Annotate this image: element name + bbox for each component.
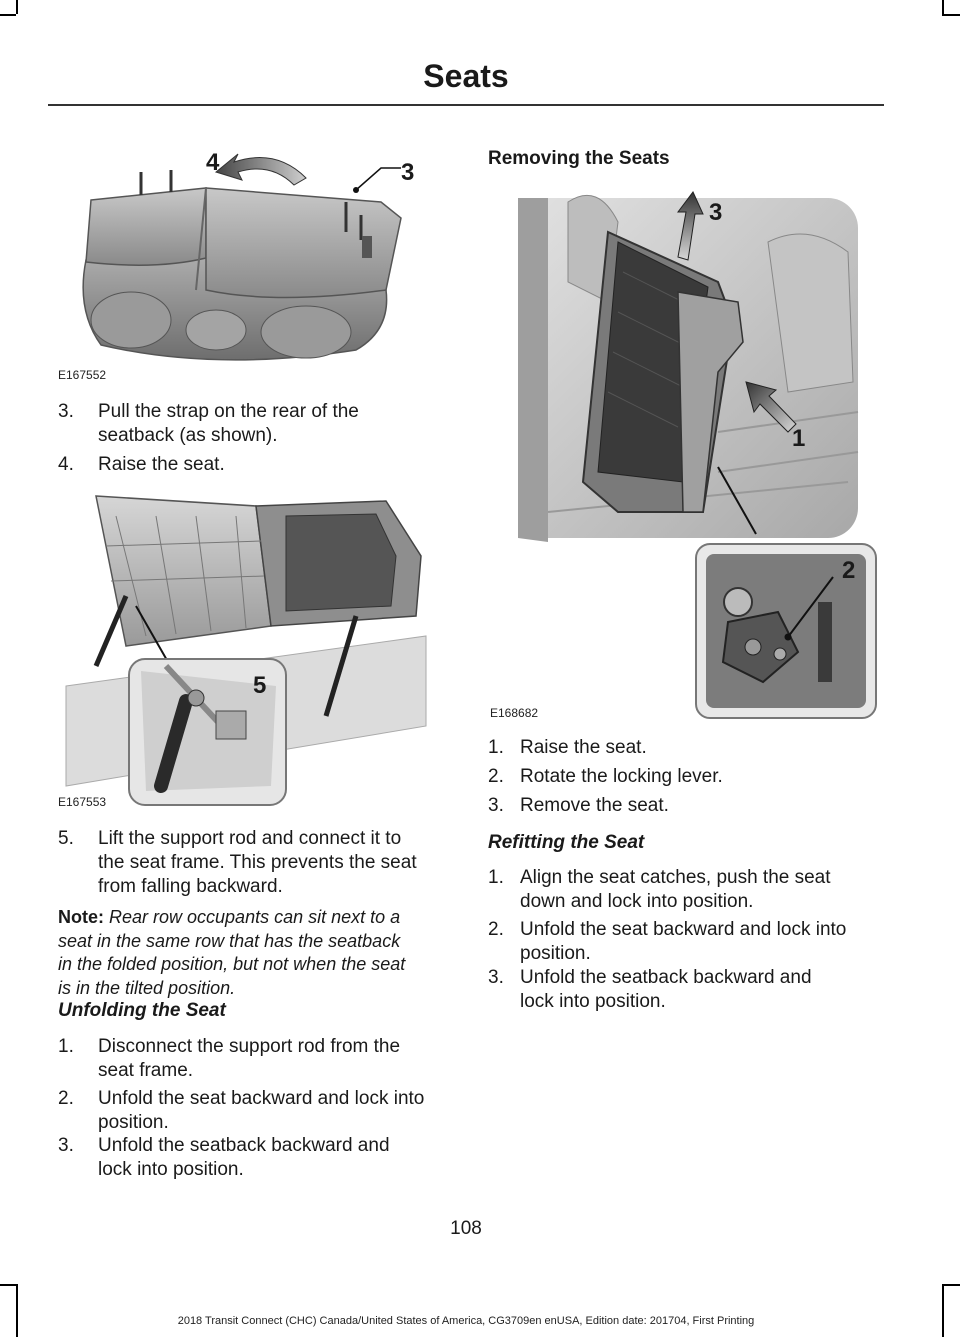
crop-mark: [942, 0, 944, 14]
section-heading-removing: Removing the Seats: [488, 148, 670, 169]
figure-removing-seat: 3 1 2: [488, 182, 880, 722]
figure-seatback-strap: 4 3: [56, 140, 436, 390]
crop-mark: [16, 0, 18, 14]
seat-illustration: 4 3: [82, 149, 414, 361]
crop-mark: [0, 1284, 16, 1286]
crop-mark: [942, 1284, 944, 1337]
crop-mark: [0, 14, 16, 16]
callout-3: 3: [401, 159, 414, 186]
seat-frame-illustration: 5: [65, 495, 427, 806]
list-item: 4. Raise the seat.: [58, 454, 225, 475]
crop-mark: [942, 1284, 960, 1286]
list-item: 3. Remove the seat.: [488, 795, 669, 816]
seat-removal-illustration: 3 1 2: [518, 191, 877, 719]
callout-2: 2: [842, 557, 855, 584]
callout-4: 4: [206, 149, 220, 176]
header-divider: [48, 104, 884, 106]
page-number: 108: [450, 1218, 482, 1239]
subheading-refitting: Refitting the Seat: [488, 832, 645, 853]
list-item: 1. Raise the seat.: [488, 737, 647, 758]
subheading-unfolding: Unfolding the Seat: [58, 1000, 226, 1021]
note: Note: Rear row occupants can sit next to…: [58, 907, 406, 998]
list-item: 2. Unfold the seat backward and lock int…: [58, 1088, 425, 1133]
list-item: 5. Lift the support rod and connect it t…: [58, 828, 417, 897]
crop-mark: [942, 14, 960, 16]
figure-support-rod: 5: [56, 486, 436, 808]
page-title: Seats: [423, 58, 509, 94]
callout-1: 1: [792, 425, 805, 452]
callout-5: 5: [253, 672, 266, 699]
list-item: 2. Unfold the seat backward and lock int…: [488, 919, 847, 964]
figure-code: E168682: [490, 706, 539, 720]
list-item: 1. Align the seat catches, push the seat…: [488, 867, 831, 912]
callout-3: 3: [709, 199, 722, 226]
figure-code: E167552: [58, 368, 107, 382]
footer-edition: 2018 Transit Connect (CHC) Canada/United…: [177, 1315, 755, 1327]
crop-mark: [16, 1284, 18, 1337]
list-item: 2. Rotate the locking lever.: [488, 766, 723, 787]
figure-code: E167553: [58, 795, 107, 809]
